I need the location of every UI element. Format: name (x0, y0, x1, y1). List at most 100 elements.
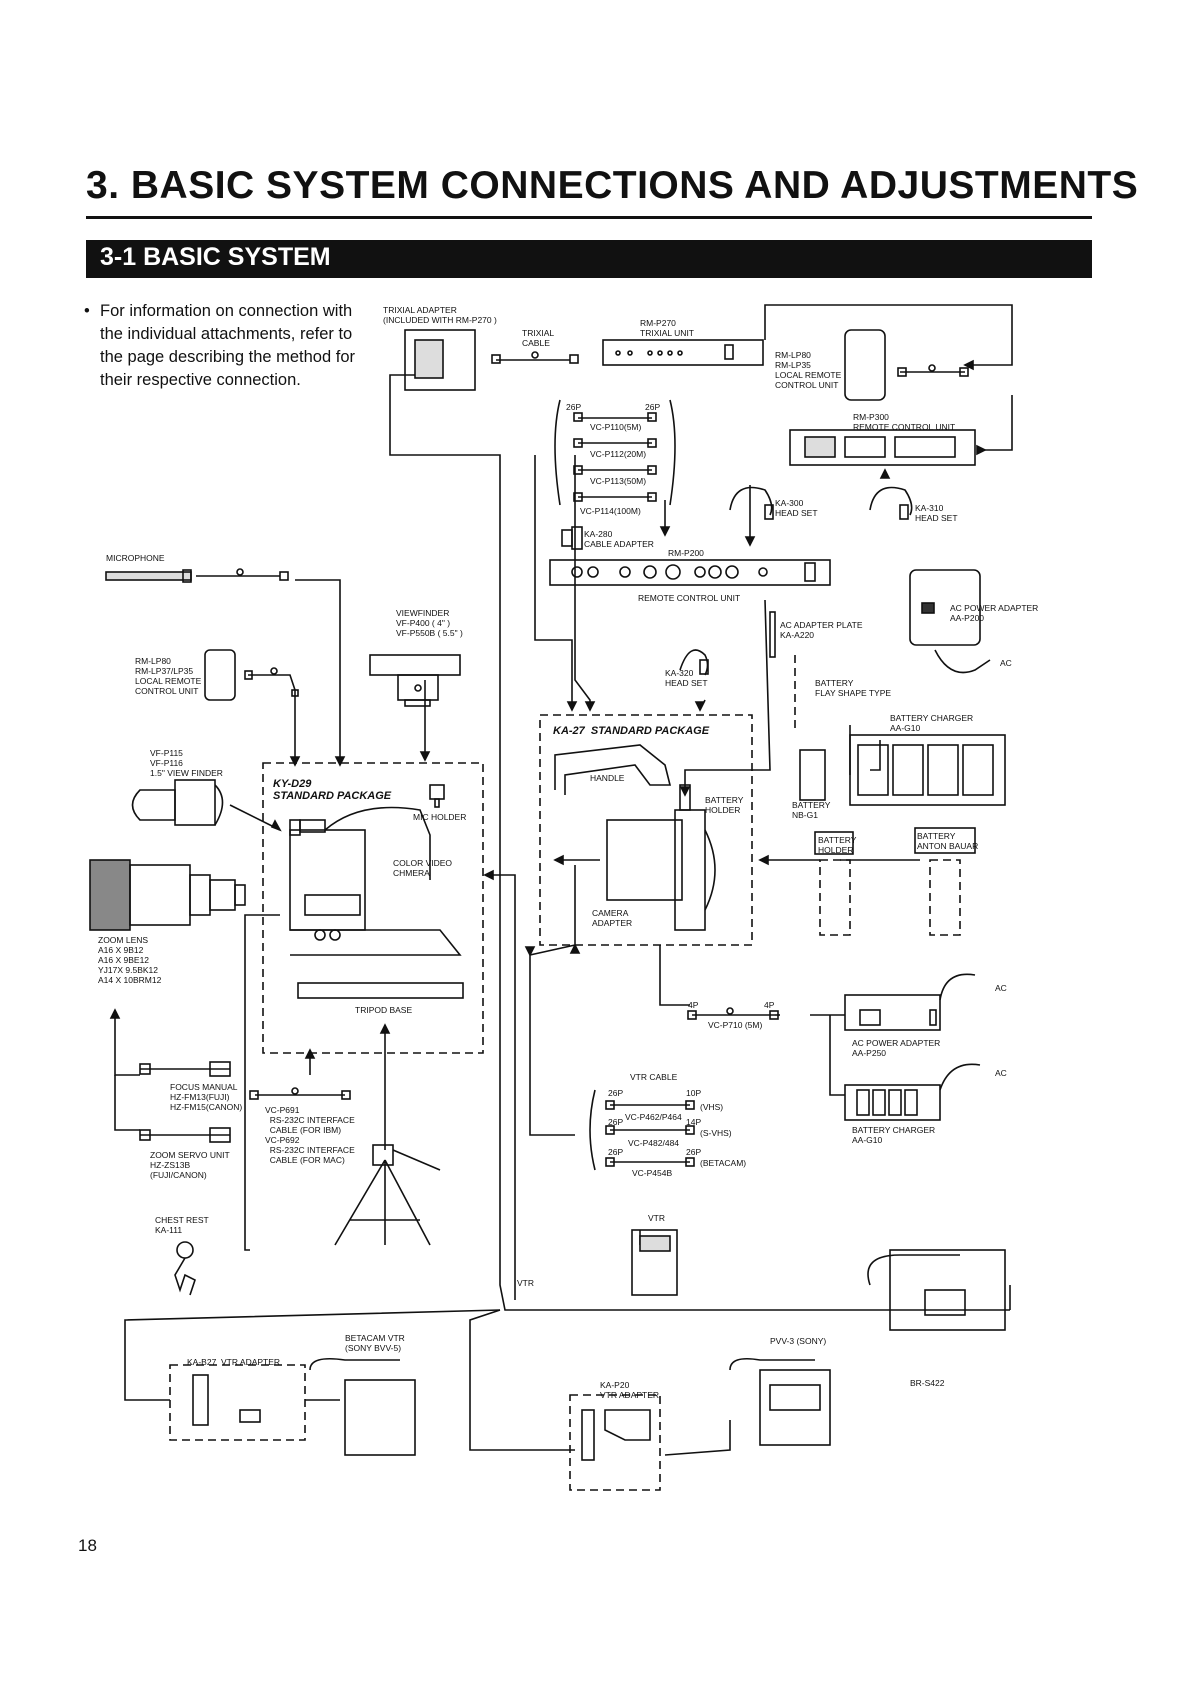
label-trixial-adapter: TRIXIAL ADAPTER (INCLUDED WITH RM-P270 ) (383, 305, 497, 325)
label-battery-charger-bottom: BATTERY CHARGER AA-G10 (852, 1125, 936, 1145)
label-vc-p112: VC-P112(20m) (590, 449, 647, 459)
label-26p-beta: 26P (608, 1147, 624, 1157)
label-vhs: (VHS) (700, 1102, 724, 1112)
label-ka-b27: KA-B27 VTR ADAPTER (187, 1357, 281, 1367)
label-remote-control-unit: REMOTE CONTROL UNIT (638, 593, 741, 603)
vtr-adapter-icons (192, 1374, 651, 1461)
label-rm-p300: RM-P300 REMOTE CONTROL UNIT (853, 412, 956, 432)
label-battery-anton: BATTERY ANTON BAUAR (917, 831, 979, 851)
label-26p-vhs: 26P (608, 1088, 624, 1098)
vtr-icon (309, 1229, 1006, 1456)
label-vc-p462: VC-P462/P464 (625, 1112, 682, 1122)
label-ac-adapter-plate: AC ADAPTER PLATE KA-A220 (780, 620, 863, 640)
label-ac-power-adapter-top: AC POWER ADAPTER AA-P200 (950, 603, 1039, 623)
package-boxes (169, 655, 961, 1491)
label-vc-p710: VC-P710 (5m) (708, 1020, 763, 1030)
label-svhs: (S-VHS) (700, 1128, 732, 1138)
label-10p: 10P (686, 1088, 702, 1098)
view-finder-small (131, 779, 224, 826)
label-br-s422: BR-S422 (910, 1378, 945, 1388)
label-battery-charger-top: BATTERY CHARGER AA-G10 (890, 713, 974, 733)
focus-manual-icon (139, 1061, 231, 1143)
label-vc-p454b: VC-P454B (632, 1168, 673, 1178)
headset-icon (679, 486, 913, 676)
label-rm-p270: RM-P270 TRIXIAL UNIT (640, 318, 694, 338)
intro-text: For information on connection with the i… (100, 302, 356, 389)
label-camera-adapter: CAMERA ADAPTER (592, 908, 633, 928)
ka27-package-box (539, 714, 753, 946)
label-ac-top: AC (1000, 658, 1012, 668)
label-vtr-line: VTR (517, 1278, 534, 1288)
ac-power-adapter-p250-icon (844, 973, 976, 1031)
intro-note: • For information on connection with the… (84, 300, 376, 392)
label-battery-flay: BATTERY FLAY SHAPE TYPE (815, 678, 892, 698)
label-battery-nbg1: BATTERY NB-G1 (792, 800, 831, 820)
ac-power-adapter-icon (769, 569, 991, 674)
local-remote-icon-left (204, 649, 299, 701)
label-battery-holder: BATTERY HOLDER (705, 795, 744, 815)
camera-body-icon (289, 806, 462, 956)
chapter-title: 3. BASIC SYSTEM CONNECTIONS AND ADJUSTME… (86, 164, 1139, 207)
vc-p710-cable (687, 1007, 779, 1020)
trixial-cable (491, 351, 579, 364)
zoom-lens-icon (89, 859, 246, 931)
label-vtr-top: VTR (648, 1213, 665, 1223)
label-vc-p110: VC-P110(5m) (590, 422, 642, 432)
label-ac-mid: AC (995, 983, 1007, 993)
label-ka320: KA-320 HEAD SET (665, 668, 708, 688)
label-vc-p113: VC-P113(50m) (590, 476, 647, 486)
label-vc-p482: VC-P482/484 (628, 1138, 680, 1148)
label-chest-rest: CHEST REST KA-111 (155, 1215, 209, 1235)
chest-rest-icon (174, 1241, 196, 1296)
handle-icon (554, 744, 672, 795)
mic-holder-icon (429, 784, 445, 808)
label-focus-manual: FOCUS MANUAL HZ-FM13(FUJI) HZ-FM15(CANON… (170, 1082, 243, 1112)
cable-adapter-icon (561, 526, 583, 550)
label-kyd29-package: KY-D29 STANDARD PACKAGE (273, 778, 392, 802)
label-pvv3: PVV-3 (SONY) (770, 1336, 827, 1346)
label-vc-p691: VC-P691 RS-232C INTERFACE CABLE (FOR IBM… (265, 1105, 355, 1165)
label-26p-svhs: 26P (608, 1117, 624, 1127)
arrows (109, 359, 987, 1059)
page-number: 18 (78, 1536, 97, 1555)
battery-holder-dashed (819, 859, 851, 936)
label-ka-p20: KA-P20 VTR ADAPTER (600, 1380, 660, 1400)
trixial-adapter-icon (404, 329, 476, 391)
viewfinder-icon (369, 654, 461, 707)
ka-b27-box (169, 1364, 306, 1441)
battery-icon (799, 749, 976, 855)
trixial-unit-icon (602, 339, 764, 366)
label-ac-power-adapter-mid: AC POWER ADAPTER AA-P250 (852, 1038, 941, 1058)
label-4p-a: 4P (688, 1000, 699, 1010)
microphone-icon (105, 568, 289, 583)
intro-bullet: • (84, 302, 90, 320)
label-color-video-camera: COLOR VIDEO CHMERA (393, 858, 453, 878)
label-zoom-servo: ZOOM SERVO UNIT HZ-ZS13B (FUJI/CANON) (150, 1150, 230, 1180)
kyd29-package-box (262, 762, 484, 1054)
label-ka310: KA-310 HEAD SET (915, 503, 958, 523)
label-vc-p114: VC-P114(100m) (580, 506, 641, 516)
label-trixial-cable: TRIXIAL CABLE (522, 328, 555, 348)
label-microphone: MICROPHONE (106, 553, 165, 563)
tripod-icon (334, 1144, 441, 1246)
label-mic-holder: MIC HOLDER (413, 812, 467, 822)
label-ac-low: AC (995, 1068, 1007, 1078)
cable-bundle (554, 399, 676, 506)
label-vtr-cable: VTR CABLE (630, 1072, 678, 1082)
label-battery-holder-box: BATTERY HOLDER (818, 835, 857, 855)
anton-battery-dashed (929, 859, 961, 936)
label-zoom-lens: ZOOM LENS A16 X 9B12 A16 X 9BE12 YJ17X 9… (98, 935, 162, 985)
label-26p-b: 26P (645, 402, 661, 412)
label-betacam: (BETACAM) (700, 1158, 747, 1168)
camera-adapter-icon (606, 784, 716, 931)
label-ka300: KA-300 HEAD SET (775, 498, 818, 518)
vtr-cable-group (589, 1089, 695, 1171)
label-14p: 14P (686, 1117, 702, 1127)
section-bar (86, 240, 1092, 278)
title-rule (86, 216, 1092, 219)
remote-control-unit-rm-p200 (549, 559, 831, 586)
label-26p-beta2: 26P (686, 1147, 702, 1157)
battery-charger-icon (844, 734, 1006, 1121)
tripod-base-icon (297, 982, 464, 999)
